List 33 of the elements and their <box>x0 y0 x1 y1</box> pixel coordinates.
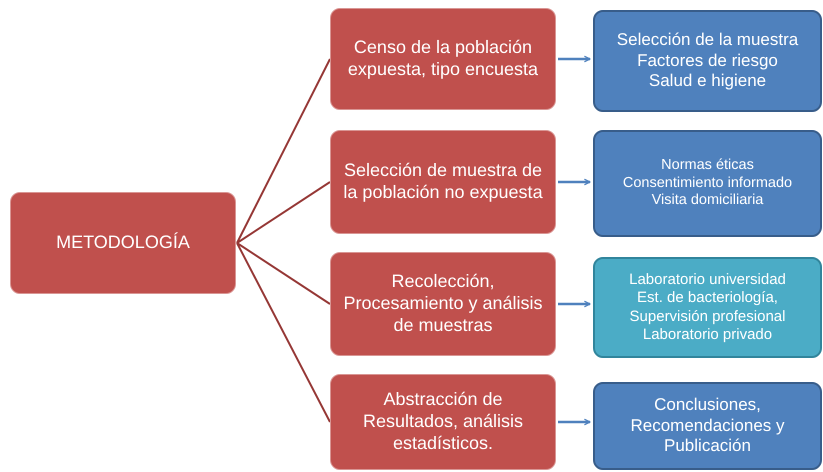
process-box <box>330 252 556 356</box>
heading-text: METODOLOGÍA <box>56 232 190 254</box>
box-text: Censo de la población expuesta, tipo encuesta <box>346 37 540 81</box>
detail-box <box>593 257 822 358</box>
box-text: Est. de bacteriología, <box>637 289 778 308</box>
box-text: Factores de riesgo <box>637 50 778 72</box>
process-box <box>330 8 556 110</box>
detail-box <box>593 10 822 112</box>
box-text: Conclusiones, Recomendaciones y Publicación <box>629 394 786 458</box>
connector-line <box>236 181 331 244</box>
box-text: Visita domiciliaria <box>652 192 764 210</box>
process-box <box>10 192 236 294</box>
process-box <box>330 374 556 470</box>
process-box <box>330 130 556 234</box>
box-text: Salud e higiene <box>648 71 766 92</box>
detail-box <box>593 382 822 470</box>
box-text: Supervisión profesional <box>630 308 786 326</box>
detail-box <box>593 130 822 237</box>
arrow <box>558 56 591 62</box>
connector-line <box>236 242 331 422</box>
box-text: Laboratorio privado <box>642 326 772 344</box>
arrow <box>558 178 591 186</box>
connector-line <box>236 242 331 305</box>
box-text: Recolección, Procesamiento y análisis de muestras <box>342 271 544 337</box>
connector-line <box>236 58 331 244</box>
box-text: Consentimiento informado <box>622 174 792 192</box>
arrow <box>558 300 591 308</box>
box-text: Abstracción de Resultados, análisis estadísticos. <box>362 389 524 455</box>
box-text: Selección de la muestra <box>616 30 798 51</box>
box-text: Laboratorio universidad <box>629 270 786 290</box>
arrow <box>558 418 591 426</box>
box-text: Normas éticas <box>661 156 754 175</box>
box-text: Selección de muestra de la población no expuesta <box>342 160 544 204</box>
